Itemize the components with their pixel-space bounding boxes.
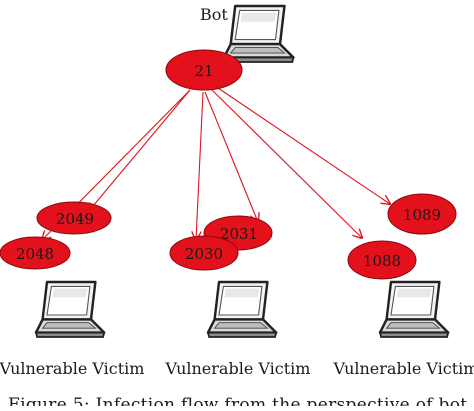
- arrow-to-2049: [88, 89, 191, 212]
- node-2030: 2030: [169, 235, 239, 271]
- arrow-to-1088: [211, 89, 362, 238]
- node-bot-port-label: 21: [194, 62, 213, 80]
- bot-label: Bot: [200, 5, 228, 24]
- infection-arrows: [42, 85, 390, 240]
- node-2049-label: 2049: [56, 210, 94, 228]
- victim-1-laptop-icon: [34, 280, 106, 339]
- node-2048: 2048: [0, 236, 71, 270]
- node-1089-label: 1089: [403, 206, 441, 224]
- victim-2-label: Vulnerable Victim: [165, 359, 311, 378]
- node-1089: 1089: [387, 193, 457, 235]
- arrow-to-1089: [214, 85, 390, 204]
- node-1088: 1088: [347, 240, 417, 280]
- victim-2-laptop-icon: [206, 280, 278, 339]
- node-2031-label: 2031: [220, 225, 258, 243]
- node-bot-port: 21: [165, 49, 243, 91]
- arrow-to-2030: [196, 91, 204, 240]
- victim-3-laptop-icon: [378, 280, 450, 339]
- node-2048-label: 2048: [16, 245, 54, 263]
- victim-1-label: Vulnerable Victim: [0, 359, 144, 378]
- arrow-to-2031: [204, 91, 258, 222]
- figure-caption: Figure 5: Infection flow from the perspe…: [8, 395, 467, 406]
- victim-3-label: Vulnerable Victim: [333, 359, 474, 378]
- bot-laptop-icon: [222, 4, 295, 64]
- node-2030-label: 2030: [185, 245, 223, 263]
- node-1088-label: 1088: [363, 252, 401, 270]
- node-2049: 2049: [36, 201, 112, 235]
